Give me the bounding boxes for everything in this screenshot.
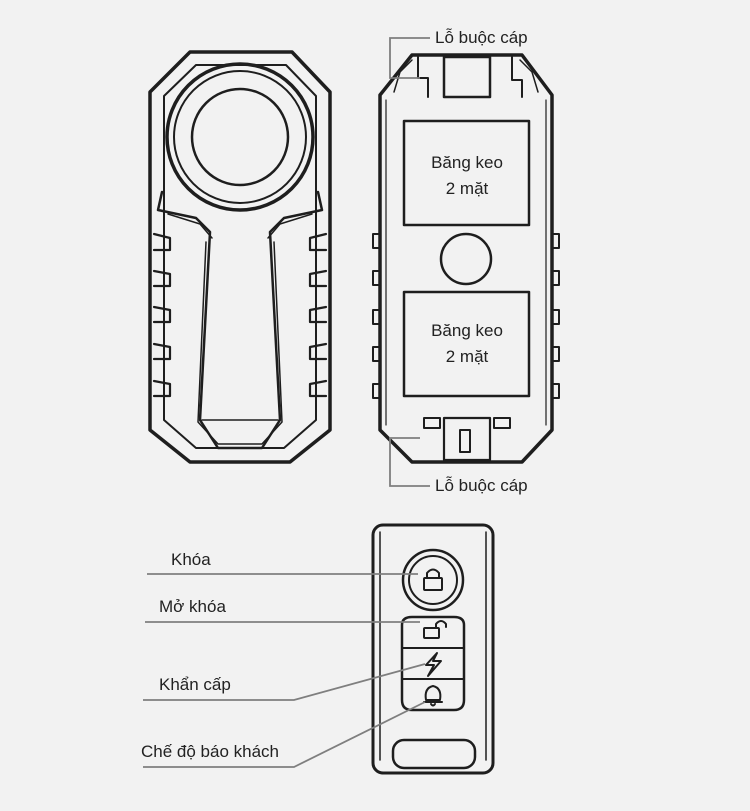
leader-guest-mode <box>143 701 426 768</box>
label-guest-mode: Chế độ báo khách <box>141 742 279 761</box>
tape-top-line2: 2 mặt <box>445 179 489 198</box>
alarm-dial-inner <box>190 87 290 187</box>
tape-top-line1: Băng keo <box>431 153 503 172</box>
remote-button-cluster <box>400 615 466 712</box>
remote-keyring-slot <box>391 738 477 770</box>
remote-control <box>371 523 495 775</box>
leader-cable-hole-top <box>389 37 430 79</box>
device-front-view <box>148 50 332 464</box>
lock-icon <box>423 568 443 591</box>
label-cable-hole-bottom: Lỗ buộc cáp <box>435 476 528 495</box>
bell-icon <box>423 685 443 707</box>
label-panic: Khẩn cấp <box>159 675 231 694</box>
label-cable-hole-top: Lỗ buộc cáp <box>435 28 528 47</box>
cable-hole-bottom-slot <box>442 416 492 462</box>
lightning-icon <box>425 652 442 677</box>
center-button-back <box>439 232 493 286</box>
remote-lock-button <box>401 548 465 612</box>
label-lock: Khóa <box>171 550 211 569</box>
leader-panic <box>143 663 426 701</box>
device-back-view <box>372 53 560 464</box>
leader-cable-hole-bottom <box>389 437 430 487</box>
alarm-dial-outer <box>165 62 315 212</box>
cable-hole-top-slot <box>442 55 492 99</box>
label-unlock: Mở khóa <box>159 597 226 616</box>
tape-bottom-text: Băng keo 2 mặt <box>404 318 530 370</box>
adhesive-tape-top <box>402 119 531 227</box>
tape-top-text: Băng keo 2 mặt <box>404 150 530 202</box>
adhesive-tape-bottom <box>402 290 531 398</box>
tape-bottom-line2: 2 mặt <box>445 347 489 366</box>
unlock-icon <box>423 620 447 639</box>
tape-bottom-line1: Băng keo <box>431 321 503 340</box>
